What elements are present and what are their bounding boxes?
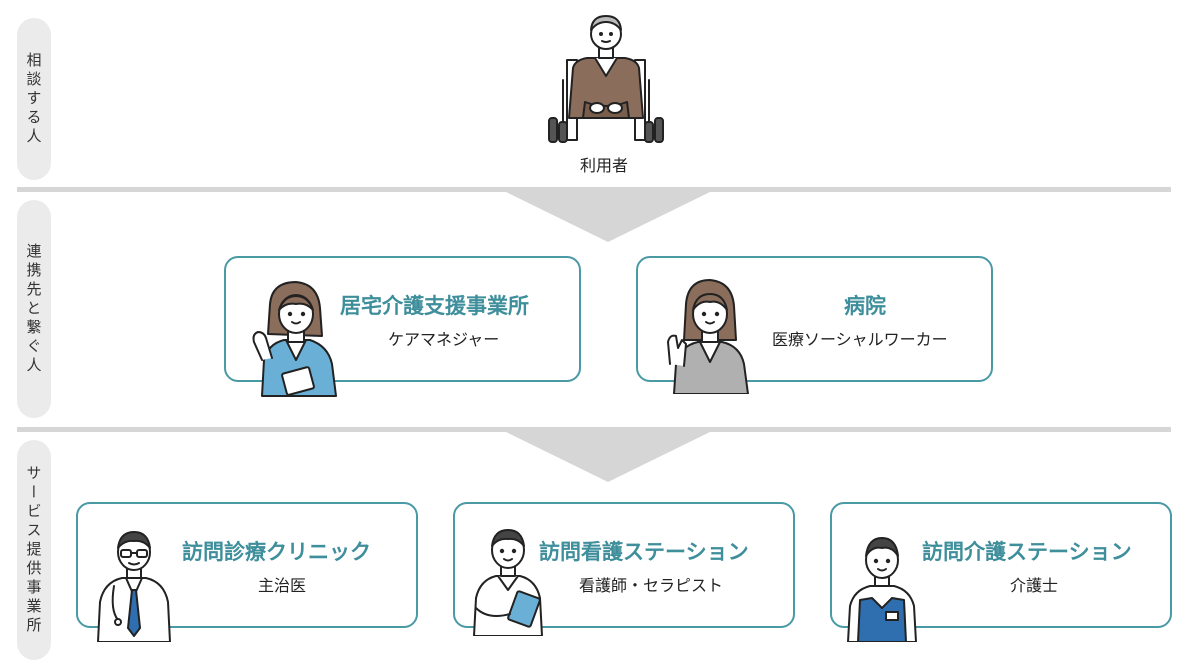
side-label-coordinator-text: 連携先と繋ぐ人 <box>24 242 43 376</box>
side-label-consulter: 相談する人 <box>17 18 51 180</box>
card-hospital-subtitle: 医療ソーシャルワーカー <box>772 330 948 349</box>
card-home-nursing-subtitle: 看護師・セラピスト <box>579 576 724 595</box>
divider-bottom <box>17 427 1171 432</box>
card-home-clinic-subtitle: 主治医 <box>258 576 307 595</box>
side-label-provider: サービス提供事業所 <box>17 440 51 660</box>
divider-top <box>17 187 1171 192</box>
care-manager-icon <box>252 281 337 397</box>
card-care-management: 居宅介護支援事業所 ケアマネジャー <box>224 256 581 382</box>
nurse-icon <box>473 529 543 636</box>
card-care-management-subtitle: ケアマネジャー <box>388 330 500 349</box>
social-worker-icon <box>667 279 749 394</box>
side-label-consulter-text: 相談する人 <box>24 51 43 147</box>
care-worker-icon <box>847 537 917 642</box>
card-home-clinic-title: 訪問診療クリニック <box>182 540 371 564</box>
arrow-down-1 <box>506 192 710 242</box>
side-label-coordinator: 連携先と繋ぐ人 <box>17 200 51 418</box>
card-home-care-title: 訪問介護ステーション <box>922 540 1132 564</box>
card-home-nursing-title: 訪問看護ステーション <box>539 540 749 564</box>
card-care-management-title: 居宅介護支援事業所 <box>340 294 529 318</box>
side-label-provider-text: サービス提供事業所 <box>24 464 43 636</box>
card-home-care-subtitle: 介護士 <box>1010 576 1059 595</box>
card-hospital-title: 病院 <box>844 294 886 318</box>
arrow-down-2 <box>506 432 710 482</box>
doctor-icon <box>97 531 171 642</box>
elderly-wheelchair-icon <box>548 15 664 143</box>
user-label: 利用者 <box>580 156 629 175</box>
